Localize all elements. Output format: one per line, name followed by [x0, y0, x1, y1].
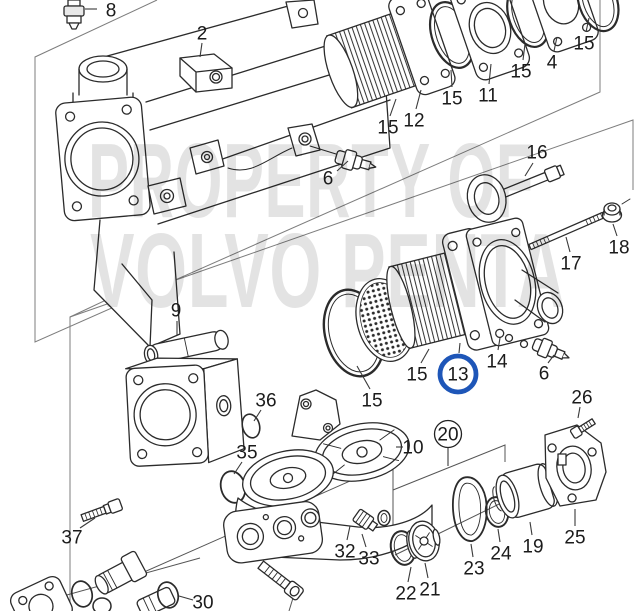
nut-18	[601, 198, 631, 223]
part-label-22-26[interactable]: 22	[395, 584, 416, 605]
part-2-bracket	[179, 53, 233, 93]
leader-line-35	[233, 461, 243, 475]
part-label-4-7[interactable]: 4	[547, 53, 558, 74]
leader-line-15	[522, 43, 526, 61]
screw-33	[352, 508, 379, 532]
cover-11	[449, 0, 531, 81]
bottom-left-parts	[9, 550, 180, 611]
leader-line-23	[470, 543, 474, 558]
leader-line-12	[415, 89, 422, 110]
part-9-housing	[125, 329, 245, 467]
gasket-23	[451, 476, 488, 542]
leader-line-6	[547, 354, 555, 364]
housing-tab	[147, 0, 321, 215]
screw-26	[569, 418, 596, 439]
part-label-10-21[interactable]: 10	[402, 438, 423, 459]
part-10-body	[223, 389, 433, 564]
part-6-fitting-upper	[309, 145, 377, 171]
part-label-36-19[interactable]: 36	[255, 391, 276, 412]
leader-line-13	[458, 342, 461, 354]
part-label-33-24[interactable]: 33	[358, 549, 379, 570]
part-label-19-31[interactable]: 19	[522, 537, 543, 558]
oring-36	[241, 413, 261, 439]
leader-line-11	[488, 63, 492, 85]
part-label-15-6[interactable]: 15	[510, 62, 531, 83]
socket-bolt	[257, 560, 304, 601]
part-label-32-23[interactable]: 32	[334, 542, 355, 563]
leader-line-22	[407, 566, 412, 583]
leader-line-37	[79, 517, 96, 529]
leader-line-6	[336, 160, 349, 172]
part-label-37-22[interactable]: 37	[61, 528, 82, 549]
leader-line-24	[497, 528, 501, 543]
leader-line-19	[529, 521, 533, 536]
part-12-core	[323, 0, 456, 109]
part-label-13-16[interactable]: 13	[447, 365, 468, 386]
part-label-9-13[interactable]: 9	[171, 301, 182, 322]
leader-line-33	[361, 533, 367, 548]
part-label-14-17[interactable]: 14	[486, 352, 508, 373]
leader-line-15	[450, 69, 453, 88]
leader-line-30	[178, 595, 194, 601]
leader-line-36	[253, 409, 262, 422]
group-callout-circle-part-20	[433, 419, 463, 449]
leader-line-15	[389, 98, 397, 117]
part-label-16-10[interactable]: 16	[526, 143, 547, 164]
leader-line-2	[199, 42, 203, 58]
leader-line-26	[577, 406, 581, 419]
leader-line-21	[424, 562, 429, 579]
leader-line-18	[612, 223, 618, 237]
part-2-housing	[55, 0, 391, 348]
part-label-17-11[interactable]: 17	[560, 254, 581, 275]
leader-line-17	[565, 236, 571, 253]
part-label-24-30[interactable]: 24	[490, 544, 512, 565]
leader-line-32	[346, 525, 351, 541]
part-label-11-5[interactable]: 11	[478, 86, 498, 107]
part-8-sensor	[63, 0, 85, 30]
part-label-15-2[interactable]: 15	[377, 118, 398, 139]
part-label-15-15[interactable]: 15	[406, 365, 427, 386]
part-label-18-12[interactable]: 18	[608, 238, 629, 259]
leader-line-15	[420, 348, 430, 364]
leader-line-15	[356, 365, 371, 390]
part-6-fitting-lower	[531, 337, 570, 360]
plug-32	[377, 509, 391, 527]
part-label-12-3[interactable]: 12	[403, 111, 424, 132]
part-label-8-0[interactable]: 8	[106, 1, 117, 22]
sleeve-19	[492, 463, 559, 519]
part-label-15-8[interactable]: 15	[573, 34, 594, 55]
part-label-6-9[interactable]: 6	[323, 169, 334, 190]
part-label-23-29[interactable]: 23	[463, 559, 484, 580]
part-14-housing	[465, 174, 564, 349]
part-label-26-33[interactable]: 26	[571, 388, 592, 409]
leader-line-15	[585, 17, 590, 33]
part-label-15-14[interactable]: 15	[361, 391, 382, 412]
part-label-2-1[interactable]: 2	[197, 24, 208, 45]
part-label-20-28[interactable]: 20	[437, 425, 458, 446]
part-label-6-18[interactable]: 6	[539, 364, 550, 385]
thermostat-21	[406, 520, 441, 562]
leader-line-4	[553, 36, 558, 52]
part-label-15-4[interactable]: 15	[441, 89, 462, 110]
part-label-35-20[interactable]: 35	[236, 443, 257, 464]
oring-15-c	[576, 0, 620, 33]
cover-25	[544, 424, 607, 507]
bolt-37	[80, 498, 123, 522]
leader-line-16	[524, 162, 534, 177]
part-label-30-25[interactable]: 30	[192, 593, 213, 611]
leader-line-14	[497, 337, 501, 351]
highlight-circle-part-13	[437, 353, 479, 395]
part-label-21-27[interactable]: 21	[419, 580, 440, 601]
part-label-25-32[interactable]: 25	[564, 528, 585, 549]
